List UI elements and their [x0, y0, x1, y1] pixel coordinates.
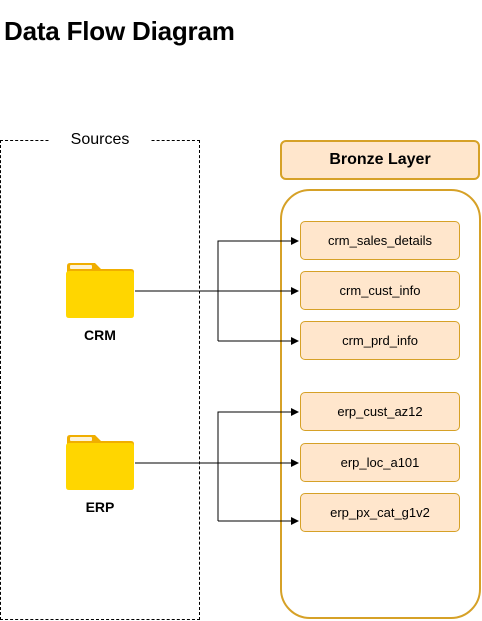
- erp-folder-icon: [66, 435, 134, 490]
- table-crm-sales-details: crm_sales_details: [300, 221, 460, 260]
- crm-folder-icon: [66, 263, 134, 318]
- erp-source-label: ERP: [85, 499, 115, 515]
- table-crm-prd-info: crm_prd_info: [300, 321, 460, 360]
- sources-label: Sources: [50, 129, 150, 151]
- crm-source-label: CRM: [84, 327, 116, 343]
- page-title: Data Flow Diagram: [4, 16, 235, 46]
- table-erp-cust-az12: erp_cust_az12: [300, 392, 460, 431]
- table-erp-px-cat-g1v2: erp_px_cat_g1v2: [300, 493, 460, 532]
- table-erp-loc-a101: erp_loc_a101: [300, 443, 460, 482]
- table-crm-cust-info: crm_cust_info: [300, 271, 460, 310]
- sources-frame: [0, 140, 200, 620]
- bronze-layer-header: Bronze Layer: [280, 140, 480, 180]
